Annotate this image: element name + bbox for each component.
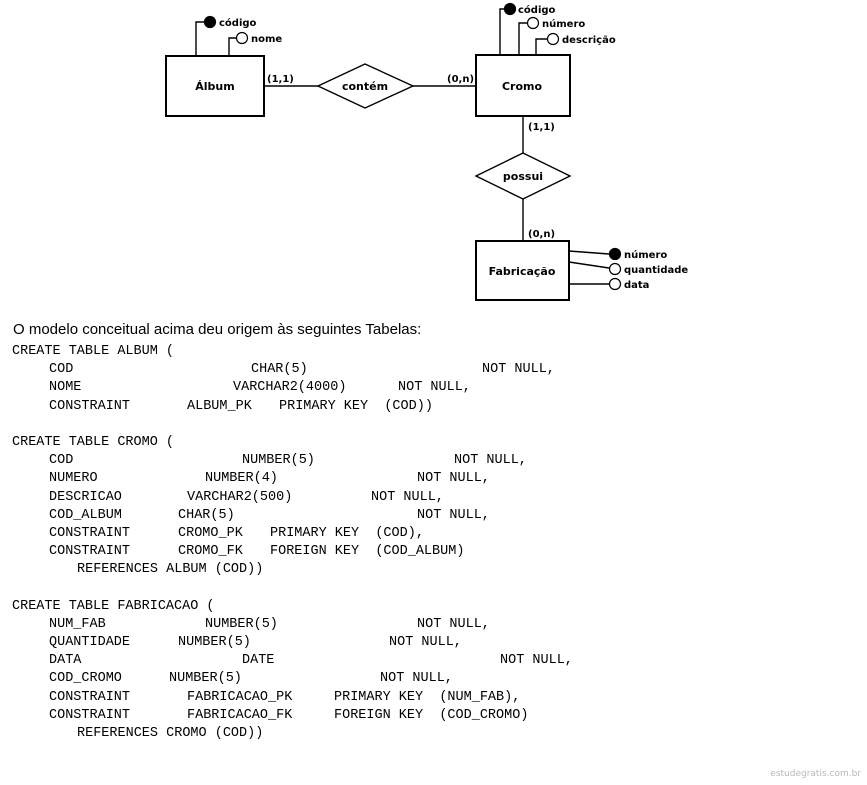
sql-fab-c2-def: FOREIGN KEY (COD_CROMO) bbox=[334, 708, 529, 723]
sql-fab-cc-null: NOT NULL, bbox=[380, 671, 453, 686]
sql-cromo-ca-null: NOT NULL, bbox=[417, 508, 490, 523]
entity-album bbox=[165, 55, 265, 117]
album-codigo-stem bbox=[195, 21, 204, 56]
sql-fab-c1-kw: CONSTRAINT bbox=[49, 690, 131, 705]
cromo-codigo-key-icon bbox=[503, 2, 517, 16]
sql-cromo-ca-name: COD_ALBUM bbox=[49, 508, 122, 523]
relationship-contem bbox=[316, 63, 415, 109]
sql-fab-d-null: NOT NULL, bbox=[500, 653, 573, 668]
sql-fab-d-name: DATA bbox=[49, 653, 82, 668]
sql-cromo-c2-name: CROMO_FK bbox=[178, 544, 243, 559]
sql-fab-c2-name: FABRICACAO_FK bbox=[187, 708, 293, 723]
cromo-descricao-label: descrição bbox=[562, 35, 616, 46]
cromo-numero-label: número bbox=[542, 18, 585, 30]
sql-album-c1-def: PRIMARY KEY (COD)) bbox=[279, 399, 433, 414]
sql-cromo-cod-type: NUMBER(5) bbox=[242, 453, 315, 468]
cromo-numero-attr-icon bbox=[526, 16, 540, 30]
sql-cromo-c1-kw: CONSTRAINT bbox=[49, 526, 131, 541]
fab-data-label: data bbox=[624, 280, 649, 291]
entity-fabricacao bbox=[475, 240, 570, 301]
sql-fab-nf-name: NUM_FAB bbox=[49, 617, 106, 632]
fab-quantidade-attr-icon bbox=[608, 262, 622, 276]
cardinality-cromo-contem: (0,n) bbox=[447, 74, 474, 85]
er-diagram: Álbum Cromo Fabricação contém possui (1,… bbox=[165, 2, 688, 301]
relationship-possui bbox=[474, 152, 572, 200]
fab-numero-label: número bbox=[624, 249, 667, 261]
fab-quantidade-label: quantidade bbox=[624, 265, 688, 276]
watermark: estudegratis.com.br bbox=[770, 769, 861, 779]
sql-album-nome-name: NOME bbox=[49, 380, 82, 395]
sql-cromo-c2-kw: CONSTRAINT bbox=[49, 544, 131, 559]
sql-fab-nf-type: NUMBER(5) bbox=[205, 617, 278, 632]
sql-album-cod-type: CHAR(5) bbox=[251, 362, 308, 377]
sql-album-c1-kw: CONSTRAINT bbox=[49, 399, 131, 414]
sql-cromo-num-null: NOT NULL, bbox=[417, 471, 490, 486]
sql-cromo-desc-type: VARCHAR2(500) bbox=[187, 490, 293, 505]
fab-numero-stem bbox=[568, 250, 610, 255]
entity-fabricacao-label: Fabricação bbox=[489, 265, 556, 278]
relationship-possui-label: possui bbox=[503, 170, 543, 183]
sql-fab-cc-name: COD_CROMO bbox=[49, 671, 122, 686]
cromo-codigo-stem bbox=[499, 8, 504, 55]
sql-fab-q-type: NUMBER(5) bbox=[178, 635, 251, 650]
sql-cromo-cod-null: NOT NULL, bbox=[454, 453, 527, 468]
sql-cromo-ref: REFERENCES ALBUM (COD)) bbox=[77, 562, 264, 577]
sql-album-cod-null: NOT NULL, bbox=[482, 362, 555, 377]
album-codigo-key-icon bbox=[203, 15, 217, 29]
sql-cromo-num-type: NUMBER(4) bbox=[205, 471, 278, 486]
cromo-codigo-label: código bbox=[518, 4, 556, 16]
entity-cromo-label: Cromo bbox=[502, 80, 543, 93]
fab-quantidade-stem bbox=[568, 261, 610, 269]
sql-cromo-desc-null: NOT NULL, bbox=[371, 490, 444, 505]
cardinality-fabricacao-possui: (0,n) bbox=[528, 229, 555, 240]
cardinality-cromo-possui: (1,1) bbox=[528, 122, 555, 133]
sql-album-title: CREATE TABLE ALBUM ( bbox=[12, 344, 175, 359]
sql-fab-nf-null: NOT NULL, bbox=[417, 617, 490, 632]
cromo-descricao-stem bbox=[535, 38, 547, 55]
album-nome-attr-icon bbox=[235, 31, 249, 45]
sql-fab-q-null: NOT NULL, bbox=[389, 635, 462, 650]
sql-cromo-desc-name: DESCRICAO bbox=[49, 490, 122, 505]
cromo-numero-stem bbox=[518, 22, 527, 55]
album-nome-stem bbox=[228, 37, 236, 56]
cromo-descricao-attr-icon bbox=[546, 32, 560, 46]
fab-data-attr-icon bbox=[608, 277, 622, 291]
sql-fab-c1-name: FABRICACAO_PK bbox=[187, 690, 293, 705]
sql-cromo-title: CREATE TABLE CROMO ( bbox=[12, 435, 175, 450]
sql-fab-d-type: DATE bbox=[242, 653, 275, 668]
sql-fab-cc-type: NUMBER(5) bbox=[169, 671, 242, 686]
sql-cromo-cod-name: COD bbox=[49, 453, 74, 468]
entity-cromo bbox=[475, 54, 571, 117]
sql-album-c1-name: ALBUM_PK bbox=[187, 399, 252, 414]
sql-fab-q-name: QUANTIDADE bbox=[49, 635, 131, 650]
relationship-contem-label: contém bbox=[342, 80, 388, 93]
entity-album-label: Álbum bbox=[195, 80, 234, 93]
sql-album-nome-type: VARCHAR2(4000) bbox=[233, 380, 347, 395]
caption: O modelo conceitual acima deu origem às … bbox=[13, 321, 422, 338]
sql-fab-c1-def: PRIMARY KEY (NUM_FAB), bbox=[334, 690, 521, 705]
sql-cromo-c1-def: PRIMARY KEY (COD), bbox=[270, 526, 424, 541]
fab-numero-key-icon bbox=[608, 247, 622, 261]
sql-cromo-c2-def: FOREIGN KEY (COD_ALBUM) bbox=[270, 544, 465, 559]
sql-cromo-num-name: NUMERO bbox=[49, 471, 98, 486]
album-codigo-label: código bbox=[219, 17, 257, 29]
album-nome-label: nome bbox=[251, 34, 282, 45]
cardinality-album-contem: (1,1) bbox=[267, 74, 294, 85]
sql-album-cod-name: COD bbox=[49, 362, 74, 377]
sql-fab-title: CREATE TABLE FABRICACAO ( bbox=[12, 599, 215, 614]
sql-album-nome-null: NOT NULL, bbox=[398, 380, 471, 395]
sql-fab-c2-kw: CONSTRAINT bbox=[49, 708, 131, 723]
sql-cromo-ca-type: CHAR(5) bbox=[178, 508, 235, 523]
sql-cromo-c1-name: CROMO_PK bbox=[178, 526, 243, 541]
sql-fab-ref: REFERENCES CROMO (COD)) bbox=[77, 726, 264, 741]
